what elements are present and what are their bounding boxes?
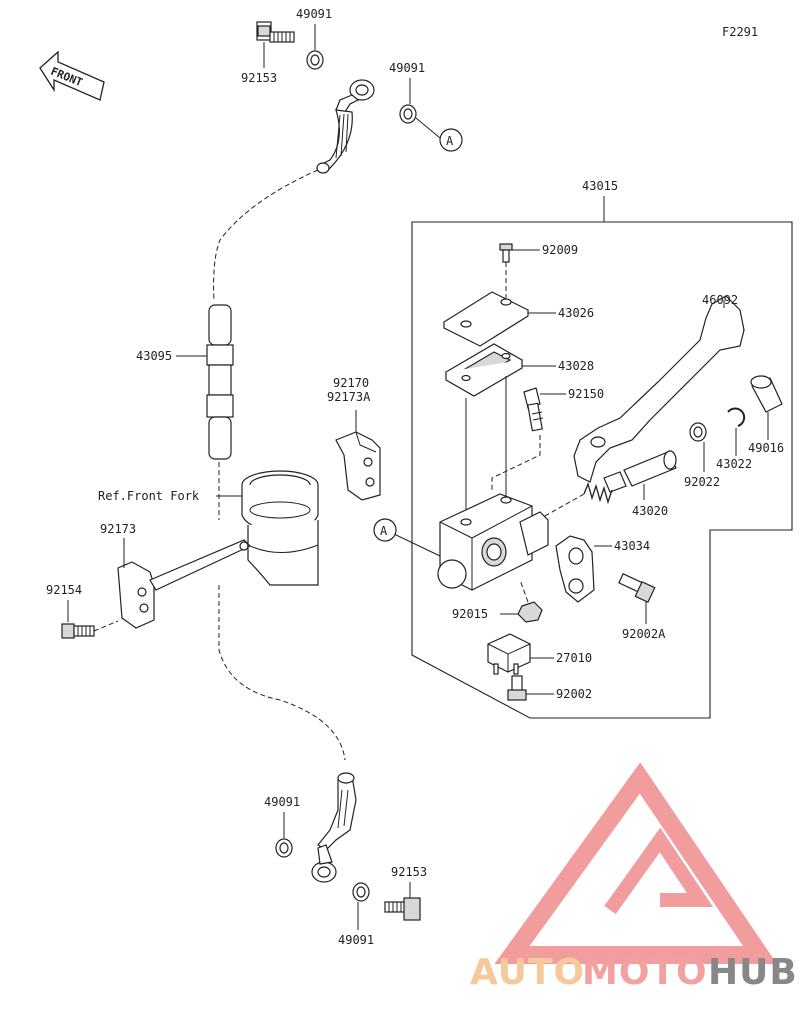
callout-a-top-label: A [446, 134, 454, 148]
label-49091-bot2: 49091 [338, 933, 374, 947]
banjo-bolt-92153-bot [384, 897, 421, 921]
label-92022: 92022 [684, 475, 720, 489]
label-92173A: 92173A [327, 390, 371, 404]
front-fork [241, 470, 319, 586]
hose-banjo-top [316, 79, 375, 174]
bolt-92154 [61, 620, 119, 639]
nut-92015 [517, 601, 543, 623]
brake-lever-46092 [573, 295, 745, 483]
label-92002: 92002 [556, 687, 592, 701]
label-92009: 92009 [542, 243, 578, 257]
svg-text:AUTO: AUTO [470, 952, 585, 993]
label-43020: 43020 [632, 504, 668, 518]
brake-hose-43095 [206, 304, 234, 460]
label-43095: 43095 [136, 349, 172, 363]
clamp-bracket-92173 [117, 539, 252, 629]
watermark-logo [494, 762, 777, 964]
bolt-92002A [618, 573, 656, 604]
callout-a-top [439, 128, 463, 152]
callout-a-body [373, 518, 397, 542]
label-43022: 43022 [716, 457, 752, 471]
callout-a-body-label: A [380, 524, 388, 538]
screw-92009 [499, 243, 513, 263]
hose-banjo-bottom [311, 772, 357, 883]
label-43034: 43034 [614, 539, 650, 553]
label-92153-bot: 92153 [391, 865, 427, 879]
label-27010: 27010 [556, 651, 592, 665]
hose-path-top [213, 169, 319, 301]
circlip-43022 [727, 407, 746, 427]
label-92150: 92150 [568, 387, 604, 401]
svg-text:HUB: HUB [708, 952, 798, 993]
label-92173: 92173 [100, 522, 136, 536]
label-49016: 49016 [748, 441, 784, 455]
label-49091-top1: 49091 [296, 7, 332, 21]
reservoir-cap-43026 [442, 291, 530, 347]
label-92002A: 92002A [622, 627, 666, 641]
label-ref-front-fork: Ref.Front Fork [98, 489, 200, 503]
screw-92002 [507, 675, 527, 701]
diaphragm-43028 [444, 343, 524, 397]
clamp-92170 [335, 431, 381, 501]
watermark-text: AUTO MOTO HUB [470, 952, 798, 993]
label-43026: 43026 [558, 306, 594, 320]
piston-kit-43020 [583, 450, 677, 505]
assembly-outline-43015 [411, 221, 793, 719]
hose-path-bottom [218, 585, 346, 761]
label-92153-top: 92153 [241, 71, 277, 85]
label-43015: 43015 [582, 179, 618, 193]
label-92154: 92154 [46, 583, 82, 597]
label-92170: 92170 [333, 376, 369, 390]
brake-switch-27010 [487, 633, 531, 675]
label-92015: 92015 [452, 607, 488, 621]
master-cylinder-body [437, 493, 549, 591]
label-46092: 46092 [702, 293, 738, 307]
front-arrow-icon: FRONT [39, 50, 105, 101]
svg-text:MOTO: MOTO [582, 952, 708, 993]
label-49091-bot1: 49091 [264, 795, 300, 809]
handlebar-clamp-43034 [555, 535, 595, 603]
boot-49016 [750, 375, 783, 413]
bolt-92150 [523, 387, 544, 432]
label-43028: 43028 [558, 359, 594, 373]
label-49091-top2: 49091 [389, 61, 425, 75]
figure-code: F2291 [722, 25, 758, 39]
banjo-bolt-92153-top [256, 21, 295, 43]
